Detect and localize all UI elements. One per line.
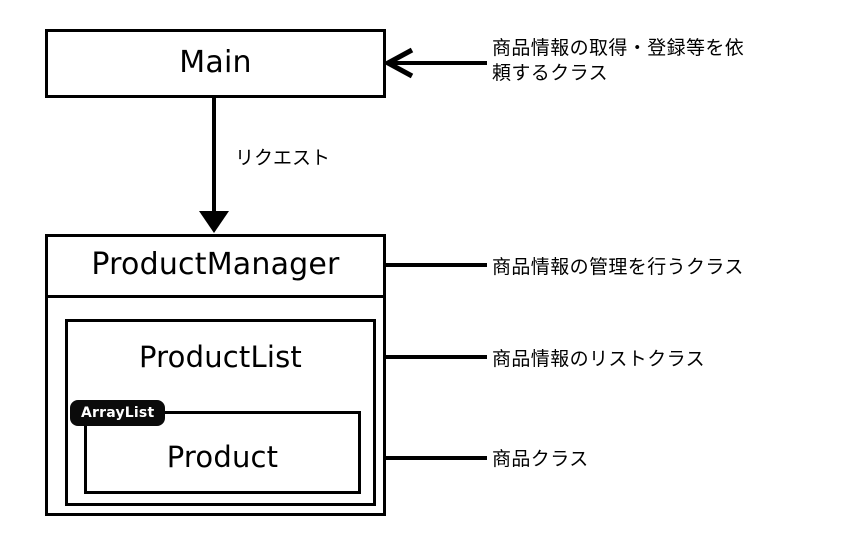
flow-arrow-label-request: リクエスト bbox=[235, 147, 331, 169]
annotation-text-product: 商品クラス bbox=[492, 448, 589, 470]
annotation-text-product-manager: 商品情報の管理を行うクラス bbox=[492, 256, 744, 278]
annotation-leader-main bbox=[382, 47, 487, 79]
class-header-divider bbox=[45, 295, 386, 298]
class-name-product-manager: ProductManager bbox=[91, 247, 340, 282]
class-box-main[interactable] bbox=[45, 29, 386, 98]
class-name-product: Product bbox=[166, 440, 279, 474]
annotation-text-product-list: 商品情報のリストクラス bbox=[492, 348, 706, 370]
stereotype-badge-arraylist[interactable]: ArrayList bbox=[70, 400, 166, 426]
class-name-main: Main bbox=[179, 45, 252, 80]
request-flow-arrow bbox=[199, 98, 229, 233]
class-name-product-list: ProductList bbox=[138, 340, 302, 374]
annotation-text-main: 商品情報の取得・登録等を依 頼するクラス bbox=[492, 37, 745, 84]
